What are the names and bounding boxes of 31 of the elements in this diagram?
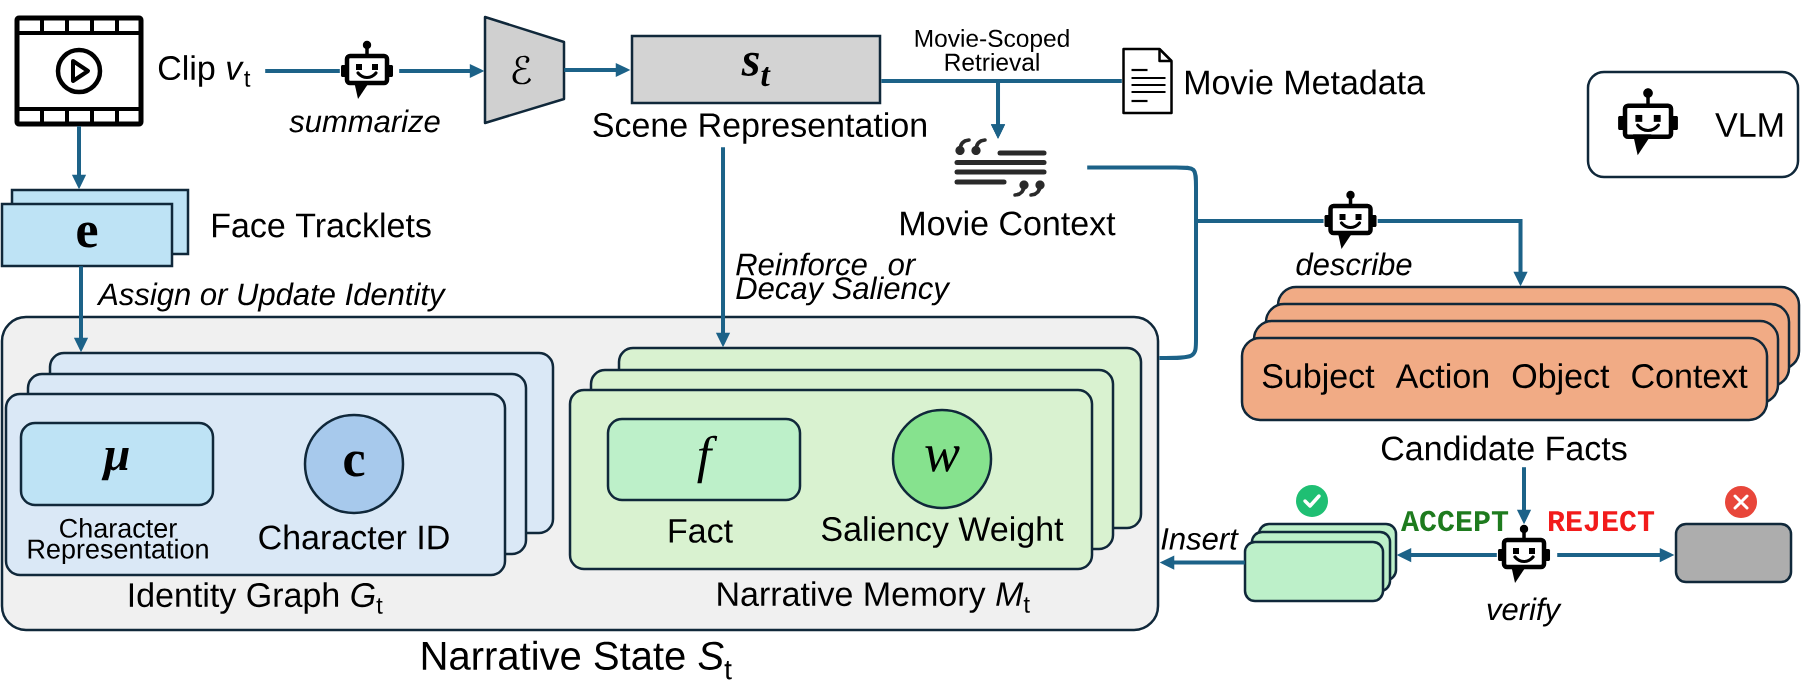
stack-caption: Candidate Facts [1381, 435, 1627, 461]
box-caption: Scene Representation [593, 112, 926, 144]
circle-caption: Saliency Weight [821, 516, 1064, 548]
stack-caption: Identity Graph G$_{t}$ [129, 582, 383, 614]
step-label: verify [1487, 597, 1562, 627]
edge-label: Movie-Scoped Retrieval [915, 29, 1069, 71]
stack-caption: Narrative Memory M$_{t}$ [718, 581, 1030, 613]
encoder-trapezoid: ℰ [483, 15, 566, 125]
scene-box: s$_{t}$ [630, 34, 882, 105]
icon-caption: Movie Metadata [1186, 69, 1426, 95]
icon-caption: Movie Context [901, 210, 1116, 236]
edge-label: Insert [1161, 528, 1239, 550]
step-label: describe [1296, 252, 1412, 276]
circle-caption: Character ID [259, 524, 449, 550]
panel-title: Narrative State S$_{t}$ [422, 640, 732, 680]
box-caption: Fact [669, 519, 733, 543]
edge-label: Assign or Update Identity [96, 282, 447, 312]
card-stack: e [0, 188, 190, 268]
stack-caption: Face Tracklets [213, 212, 431, 238]
connector-line [265, 69, 340, 73]
step-label: summarize [289, 109, 440, 133]
box-caption: Character Representation [28, 518, 208, 564]
edge-label: REJECT [1549, 510, 1655, 532]
symbol-box: μ [19, 421, 215, 507]
card-stack: Subject Action Object Context [1240, 285, 1801, 422]
symbol-box: f [606, 417, 802, 502]
connector-line [1159, 219, 1324, 360]
clip-label: Clip v$_{t}$ [158, 55, 251, 87]
legend-box: VLM [1586, 70, 1800, 179]
edge-label: Reinforce or Decay Saliency [736, 252, 951, 306]
edge-label: ACCEPT [1401, 510, 1509, 532]
